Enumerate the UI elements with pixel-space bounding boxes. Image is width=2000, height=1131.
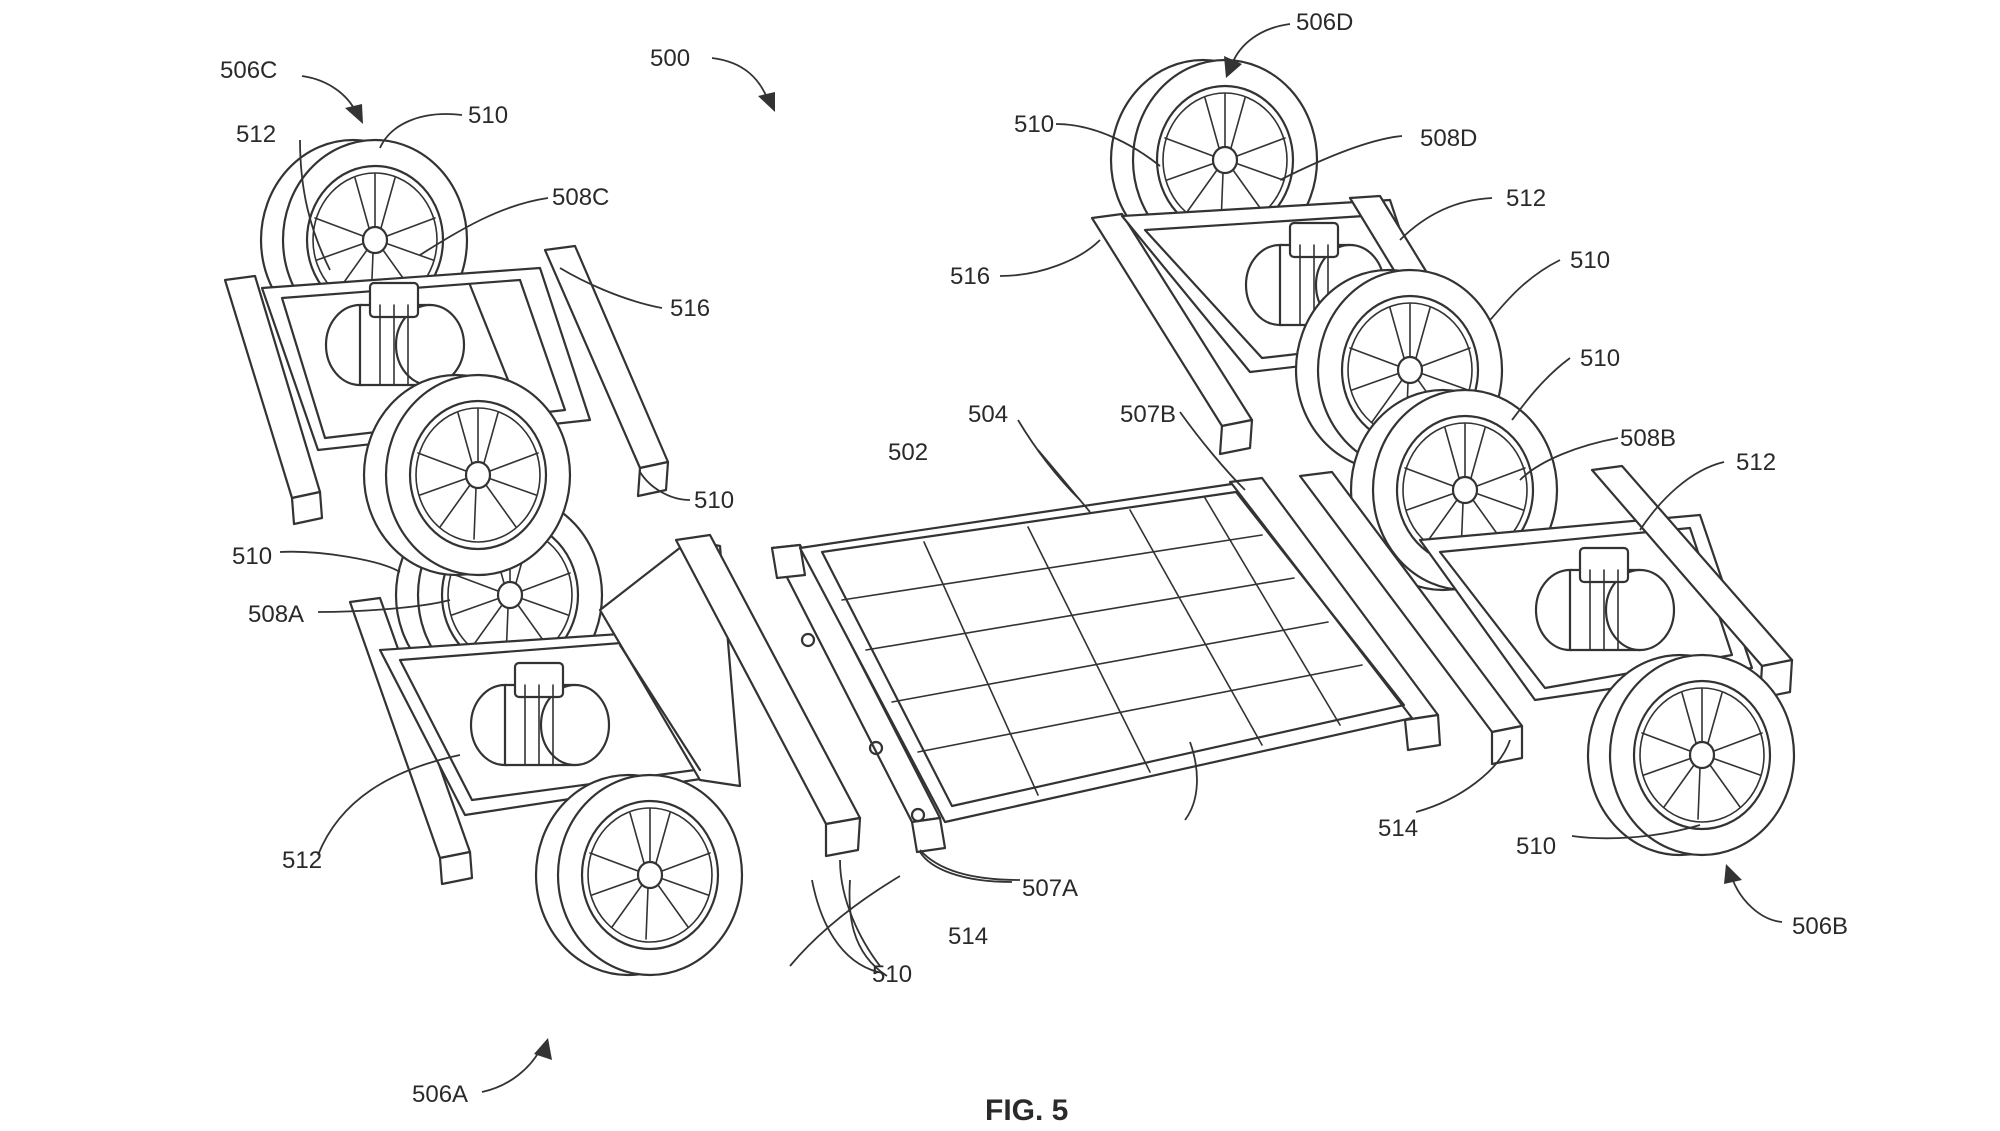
label-508B: 508B: [1620, 425, 1676, 452]
label-508A: 508A: [248, 601, 304, 628]
label-510-3: 510: [232, 543, 272, 570]
label-512-2: 512: [282, 847, 322, 874]
label-502: 502: [888, 439, 928, 466]
label-507B: 507B: [1120, 401, 1176, 428]
label-507A: 507A: [1022, 875, 1078, 902]
label-504: 504: [968, 401, 1008, 428]
label-508D: 508D: [1420, 125, 1477, 152]
module-506B: [1298, 388, 1796, 857]
label-514-2: 514: [1378, 815, 1418, 842]
battery-pack: [770, 476, 1442, 854]
module-506D: [1090, 58, 1504, 472]
label-510-7: 510: [1580, 345, 1620, 372]
module-506C: [223, 138, 670, 577]
label-512-4: 512: [1736, 449, 1776, 476]
label-508C: 508C: [552, 184, 609, 211]
label-510-6: 510: [1570, 247, 1610, 274]
label-510-4: 510: [872, 961, 912, 988]
figure-caption: FIG. 5: [985, 1094, 1068, 1126]
label-512-3: 512: [1506, 185, 1546, 212]
leader-lines: [279, 23, 1783, 1093]
label-516-2: 516: [950, 263, 990, 290]
label-500: 500: [650, 45, 690, 72]
label-510-2: 510: [694, 487, 734, 514]
label-510-5: 510: [1014, 111, 1054, 138]
label-506C: 506C: [220, 57, 277, 84]
label-512-1: 512: [236, 121, 276, 148]
label-514-1: 514: [948, 923, 988, 950]
label-510-1: 510: [468, 102, 508, 129]
reference-labels: 500 506C 506D 510 512 508C 516 510 510 5…: [220, 9, 1848, 1127]
module-506A: [348, 493, 862, 977]
label-506A: 506A: [412, 1081, 468, 1108]
label-510-8: 510: [1516, 833, 1556, 860]
label-506D: 506D: [1296, 9, 1353, 36]
label-506B: 506B: [1792, 913, 1848, 940]
label-516-1: 516: [670, 295, 710, 322]
